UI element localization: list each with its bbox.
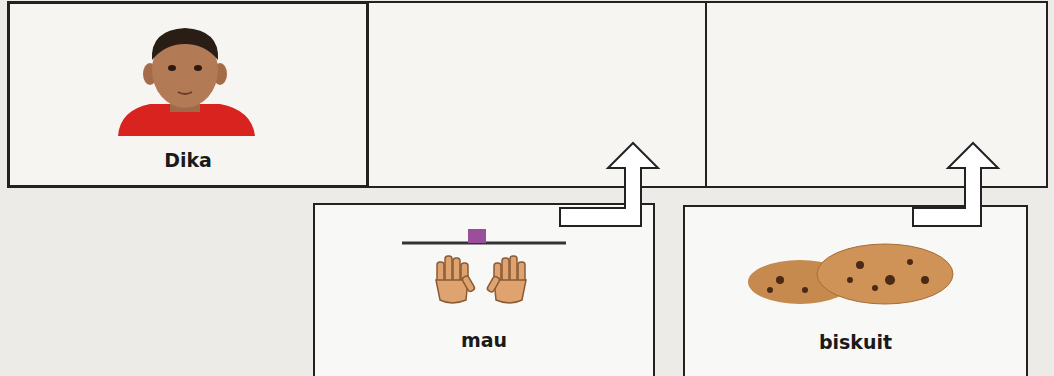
card-background xyxy=(683,205,1028,376)
placement-arrow xyxy=(560,143,658,226)
hand-left xyxy=(436,256,475,303)
symbol-card: biskuit xyxy=(683,205,1028,376)
node-label: mau xyxy=(461,329,507,351)
eye xyxy=(194,65,202,71)
object-square xyxy=(468,229,486,243)
cell-divider xyxy=(705,2,707,187)
boy-photo xyxy=(118,28,255,136)
hand-right xyxy=(486,256,526,303)
node-label: biskuit xyxy=(819,331,892,353)
cookie xyxy=(817,244,953,304)
mouth xyxy=(178,92,192,94)
node-label: Dika xyxy=(164,149,212,171)
chocolate-chips xyxy=(767,259,929,293)
want-symbol xyxy=(402,229,566,303)
card-background xyxy=(313,203,655,376)
symbol-card: mau xyxy=(313,203,655,376)
eye xyxy=(168,65,176,71)
placement-arrow xyxy=(913,143,998,226)
cookie-photo xyxy=(748,244,953,304)
sentence-strip xyxy=(8,2,1047,187)
subject-cell: Dika xyxy=(8,2,368,187)
hair xyxy=(152,28,218,60)
